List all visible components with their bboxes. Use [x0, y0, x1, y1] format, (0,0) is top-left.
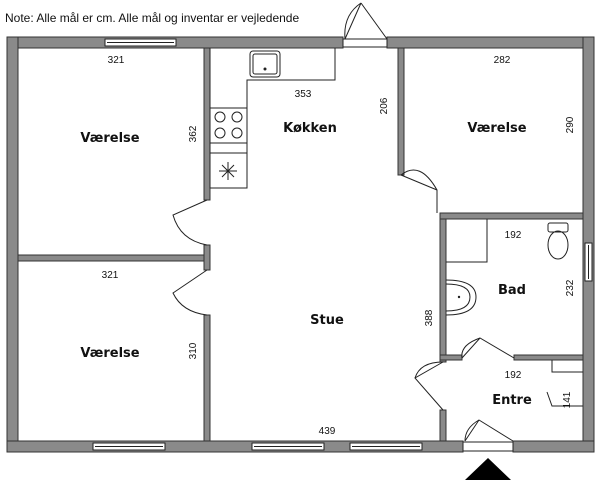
- sink-icon: [249, 50, 281, 78]
- dim-bathroom-width: 192: [505, 230, 522, 241]
- kitchen-counter: [209, 48, 336, 189]
- note-text: Note: Alle mål er cm. Alle mål og invent…: [5, 11, 299, 25]
- front-back-door-opening: [342, 38, 388, 48]
- dim-bedroom-bottom-left-height: 310: [188, 342, 199, 359]
- room-label-living-room: Stue: [310, 313, 344, 328]
- windows: [92, 38, 593, 451]
- dim-living-room-height: 388: [424, 309, 435, 326]
- dim-bathroom-height: 232: [565, 279, 576, 296]
- room-label-bedroom-bottom-left: Værelse: [80, 346, 139, 361]
- interior-walls: [17, 47, 584, 442]
- fridge-icon: [209, 152, 248, 189]
- washbasin-icon: [445, 279, 477, 316]
- stove-icon: [209, 107, 248, 144]
- room-label-bathroom: Bad: [498, 283, 526, 298]
- dim-bedroom-top-right-height: 290: [565, 116, 576, 133]
- entrance-arrow-icon: [465, 458, 511, 480]
- room-label-entrance: Entre: [492, 393, 532, 408]
- doors: [172, 2, 515, 452]
- room-label-bedroom-top-right: Værelse: [467, 121, 526, 136]
- shower-area: [446, 219, 488, 263]
- dim-bedroom-top-left-height: 362: [188, 125, 199, 142]
- dim-bedroom-top-left-width: 321: [108, 55, 125, 66]
- toilet-icon: [547, 222, 569, 260]
- room-label-kitchen: Køkken: [283, 121, 337, 136]
- dim-bedroom-top-right-width: 282: [494, 55, 511, 66]
- dim-kitchen-width: 353: [295, 89, 312, 100]
- dim-bedroom-bottom-left-width: 321: [102, 270, 119, 281]
- room-label-bedroom-top-left: Værelse: [80, 131, 139, 146]
- dim-entrance-width: 192: [505, 370, 522, 381]
- closet: [546, 360, 583, 407]
- dim-entrance-height: 141: [562, 391, 573, 408]
- dim-living-room-width: 439: [319, 426, 336, 437]
- dim-kitchen-height: 206: [379, 97, 390, 114]
